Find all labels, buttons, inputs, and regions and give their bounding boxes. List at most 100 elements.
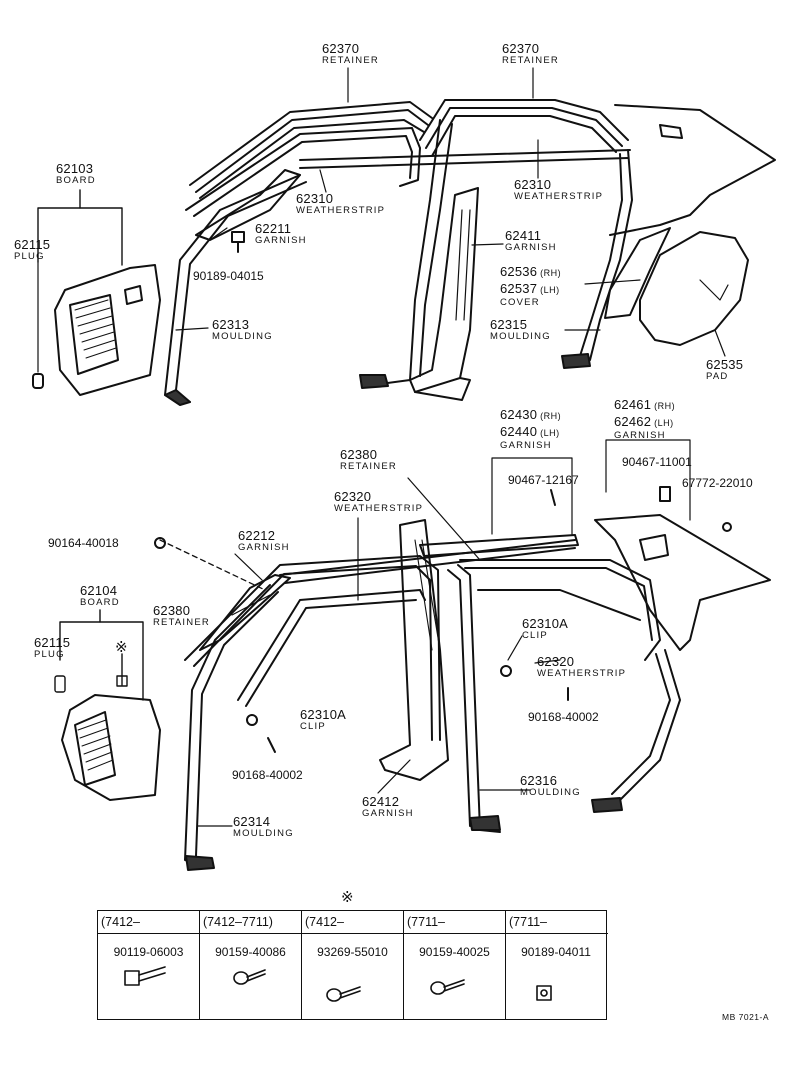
part-name: GARNISH: [238, 542, 290, 553]
callout-62380-front: 62380 RETAINER: [153, 604, 210, 628]
part-number: 62536: [500, 264, 538, 279]
part-number: 62320: [537, 654, 575, 669]
lower-rear-frame-drawing: [447, 559, 681, 833]
legend-column: (7711– 90189-04011: [506, 911, 606, 1019]
callout-62536: 62536(RH): [500, 264, 561, 280]
legend-part-number: 90189-04011: [521, 945, 591, 959]
leader-lines-bottom: [197, 439, 691, 827]
callout-62314: 62314 MOULDING: [233, 815, 294, 839]
part-name: GARNISH: [614, 430, 666, 441]
part-90164-40018: 90164-40018: [48, 536, 119, 550]
part-90168-40002-right: 90168-40002: [528, 710, 599, 724]
callout-62310A-right: 62310A CLIP: [522, 617, 568, 641]
part-number: 62461: [614, 397, 652, 412]
part-number: 62310A: [522, 616, 569, 631]
lower-right-clips-drawing: [550, 486, 732, 532]
part-number: 62310A: [300, 707, 347, 722]
callout-62440: 62440(LH) GARNISH: [500, 424, 560, 451]
part-67772-22010: 67772-22010: [682, 476, 753, 490]
callout-62462: 62462(LH) GARNISH: [614, 414, 674, 441]
part-name: WEATHERSTRIP: [334, 503, 424, 514]
part-name: MOULDING: [233, 828, 294, 839]
lower-clips-drawing: [246, 665, 569, 753]
front-weatherstrip-drawing: [185, 127, 631, 217]
callout-62370-front: 62370 RETAINER: [322, 42, 379, 66]
plug-top-drawing: [32, 261, 44, 389]
part-number: 62370: [502, 41, 540, 56]
callout-62430: 62430(RH): [500, 407, 561, 423]
cover-drawing: [604, 227, 671, 319]
part-number: 62537: [500, 281, 538, 296]
part-name: BOARD: [56, 175, 96, 186]
legend-fasteners: [124, 966, 552, 1002]
callout-62115-bottom: 62115 PLUG: [34, 636, 70, 660]
part-number: 62310: [296, 191, 334, 206]
board-62104-bracket: [54, 609, 144, 701]
callout-62412: 62412 GARNISH: [362, 795, 414, 819]
lower-quarter-garnish-drawing: [594, 514, 771, 651]
fastener-legend-table: (7412– 90119-06003 (7412–7711) 90159-400…: [97, 910, 608, 1020]
part-90168-40002-left: 90168-40002: [232, 768, 303, 782]
side-suffix: (LH): [654, 418, 674, 428]
part-number: 62115: [34, 635, 71, 650]
rear-roof-retainer-drawing: [419, 99, 629, 157]
callout-62315: 62315 MOULDING: [490, 318, 551, 342]
front-roof-retainer-drawing: [189, 101, 433, 199]
legend-column: (7412–7711) 90159-40086: [200, 911, 302, 1019]
part-90189-04015: 90189-04015: [193, 269, 264, 283]
callout-62461: 62461(RH): [614, 397, 675, 413]
part-number: 62115: [14, 237, 51, 252]
part-number: 62462: [614, 414, 652, 429]
part-number: 62316: [520, 773, 558, 788]
board-62103-bracket: [37, 189, 123, 266]
part-number: 62320: [334, 489, 372, 504]
callout-62103: 62103 BOARD: [56, 162, 96, 186]
part-number: 62430: [500, 407, 538, 422]
part-name: RETAINER: [153, 617, 210, 628]
callout-62211: 62211 GARNISH: [255, 222, 307, 246]
legend-part-number: 90119-06003: [113, 945, 184, 959]
legend-column: (7412– 93269-55010: [302, 911, 404, 1019]
part-number: 62314: [233, 814, 271, 829]
callout-62320-front: 62320 WEATHERSTRIP: [334, 490, 423, 514]
part-name: MOULDING: [490, 331, 551, 342]
part-name: GARNISH: [500, 440, 552, 451]
part-number: 62211: [255, 221, 292, 236]
side-suffix: (LH): [540, 285, 560, 295]
lower-garnish-62212-drawing: [199, 574, 291, 651]
callout-62316: 62316 MOULDING: [520, 774, 581, 798]
callout-62310-front: 62310 WEATHERSTRIP: [296, 192, 385, 216]
callout-62537: 62537(LH) COVER: [500, 281, 560, 308]
callout-62212: 62212 GARNISH: [238, 529, 290, 553]
part-name: MOULDING: [520, 787, 581, 798]
callout-62313: 62313 MOULDING: [212, 318, 273, 342]
legend-column: (7711– 90159-40025: [404, 911, 506, 1019]
callout-62310-rear: 62310 WEATHERSTRIP: [514, 178, 603, 202]
lower-roof-garnish-drawing: [419, 534, 579, 557]
part-name: WEATHERSTRIP: [514, 191, 604, 202]
board-62104-drawing: [61, 694, 161, 801]
part-number: 62380: [153, 603, 191, 618]
part-name: PAD: [706, 371, 729, 382]
legend-date-range: (7711–: [509, 915, 547, 929]
lower-b-pillar-garnish-drawing: [379, 519, 449, 781]
part-number: 62310: [514, 177, 552, 192]
side-suffix: (RH): [654, 401, 676, 411]
diagram-reference-code: MB 7021-A: [722, 1012, 770, 1022]
callout-62535: 62535 PAD: [706, 358, 743, 382]
plug-marker: ※: [115, 639, 128, 656]
side-suffix: (RH): [540, 411, 562, 421]
legend-part-number: 90159-40025: [419, 945, 490, 959]
legend-marker: ※: [341, 889, 354, 906]
legend-date-range: (7711–: [407, 915, 445, 929]
part-90467-11001: 90467-11001: [622, 455, 692, 469]
side-suffix: (RH): [540, 268, 562, 278]
callout-62115-top: 62115 PLUG: [14, 238, 50, 262]
legend-part-number: 93269-55010: [317, 945, 388, 959]
legend-date-range: (7412–7711): [203, 915, 273, 929]
part-number: 62103: [56, 161, 94, 176]
callout-62310A-left: 62310A CLIP: [300, 708, 346, 732]
part-number: 62411: [505, 228, 542, 243]
rear-moulding-drawing: [359, 119, 633, 389]
